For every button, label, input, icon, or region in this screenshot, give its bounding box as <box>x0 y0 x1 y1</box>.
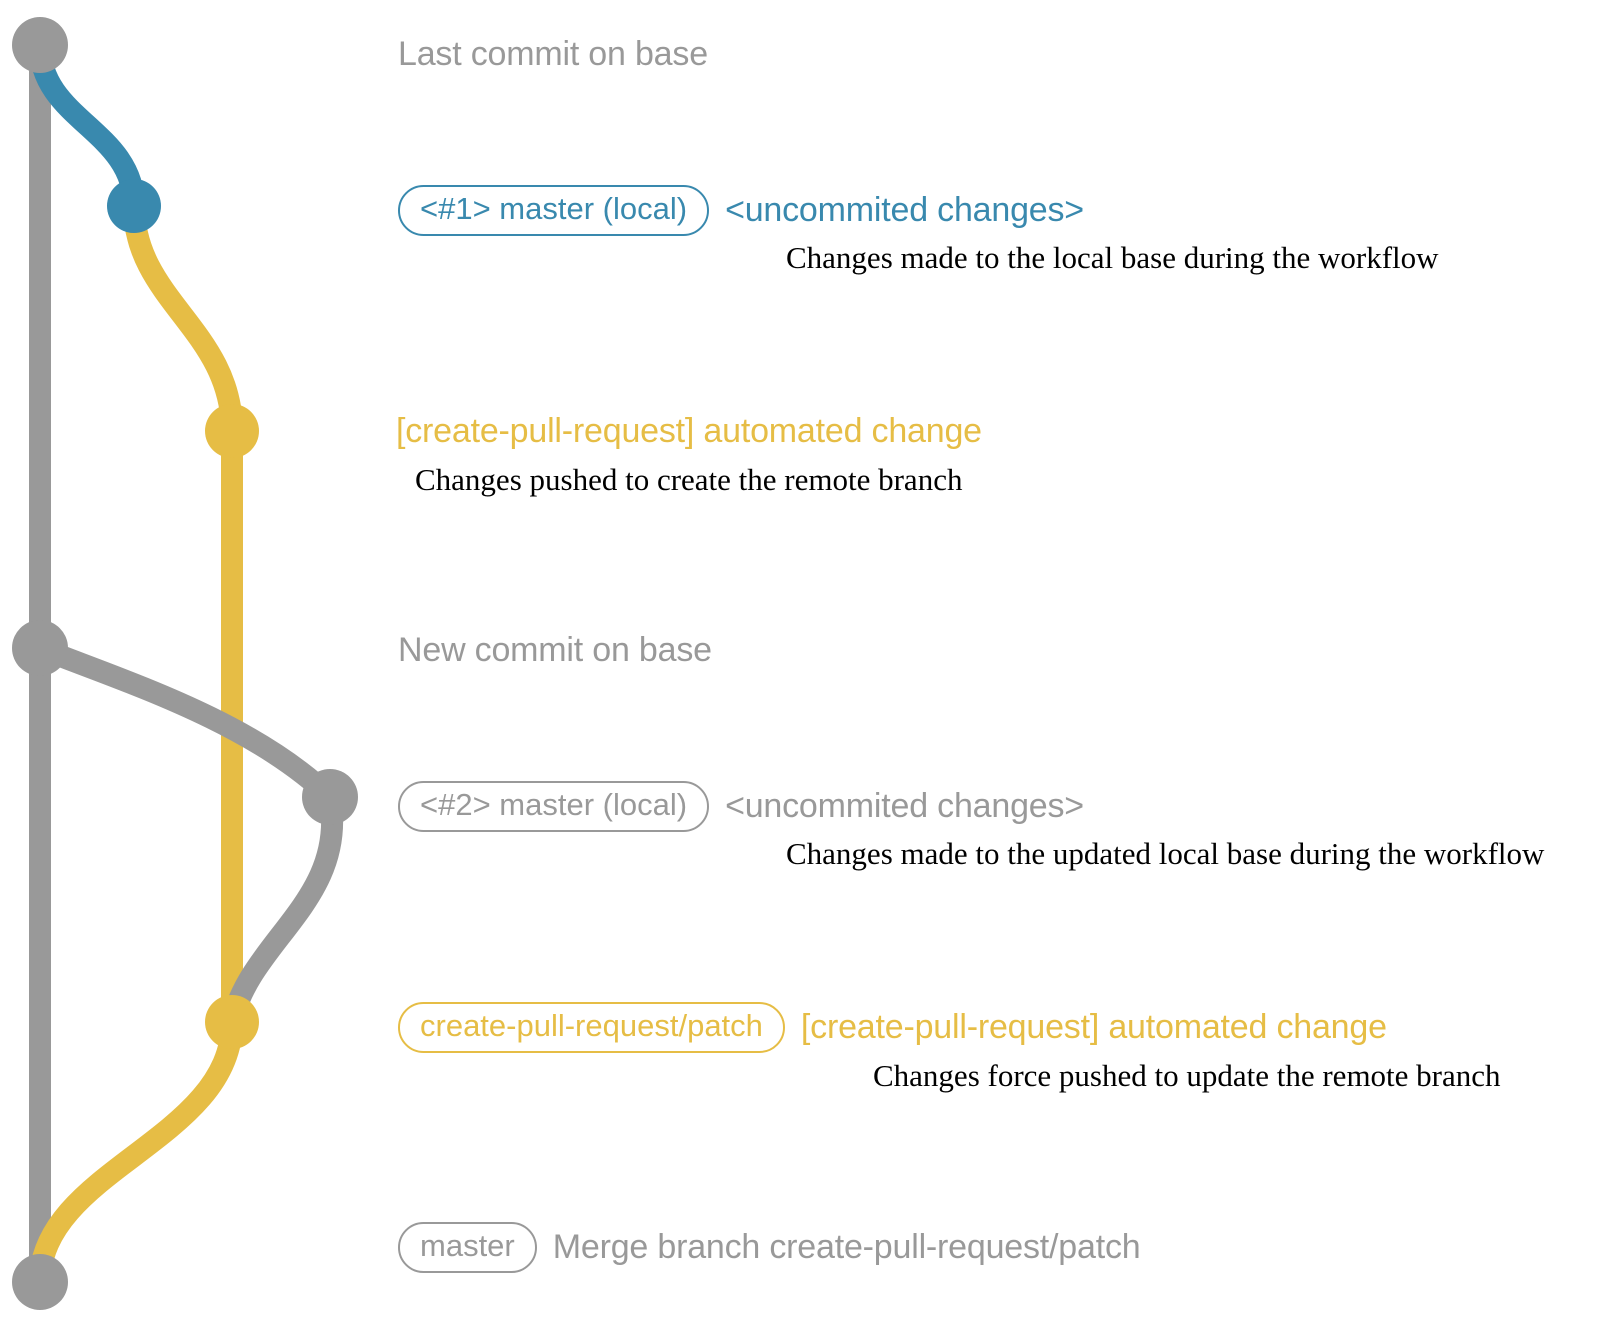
commit-subject-new-commit-on-base: New commit on base <box>398 631 712 669</box>
row-merge: master Merge branch create-pull-request/… <box>398 1222 1141 1273</box>
commit-node-local-2[interactable] <box>302 769 358 825</box>
commit-description-local-1: Changes made to the local base during th… <box>786 240 1439 275</box>
branch-badge-local-1[interactable]: <#1> master (local) <box>398 185 710 236</box>
row-local-2: <#2> master (local) <uncommited changes> <box>398 781 1084 832</box>
gray-branch-to-patch2 <box>221 786 343 1033</box>
row-patch-2: create-pull-request/patch [create-pull-r… <box>398 1002 1387 1053</box>
branch-badge-patch-2[interactable]: create-pull-request/patch <box>398 1002 785 1053</box>
yellow-branch-line-1 <box>123 195 243 442</box>
commit-description-patch-2: Changes force pushed to update the remot… <box>873 1058 1501 1093</box>
row-patch-1: [create-pull-request] automated change <box>396 412 982 451</box>
commit-subject-last-commit-on-base: Last commit on base <box>398 35 708 73</box>
commit-subject-local-2: <uncommited changes> <box>725 786 1084 825</box>
gray-branch-to-local2 <box>29 637 341 808</box>
commit-subject-local-1: <uncommited changes> <box>725 190 1084 229</box>
commit-node-patch-2[interactable] <box>205 995 259 1049</box>
commit-node-base-last[interactable] <box>12 17 68 73</box>
row-last-commit-on-base: Last commit on base <box>398 35 708 74</box>
commit-subject-patch-1: [create-pull-request] automated change <box>396 412 982 450</box>
branch-badge-local-2[interactable]: <#2> master (local) <box>398 781 710 832</box>
commit-node-patch-1[interactable] <box>205 404 259 458</box>
row-new-commit-on-base: New commit on base <box>398 631 712 670</box>
commit-subject-merge: Merge branch create-pull-request/patch <box>552 1227 1141 1266</box>
row-local-1: <#1> master (local) <uncommited changes> <box>398 185 1084 236</box>
commit-subject-patch-2: [create-pull-request] automated change <box>800 1007 1387 1046</box>
commit-description-patch-1: Changes pushed to create the remote bran… <box>415 462 963 497</box>
commit-description-local-2: Changes made to the updated local base d… <box>786 836 1545 871</box>
yellow-merge-line <box>29 1011 243 1293</box>
commit-node-base-new[interactable] <box>12 620 68 676</box>
commit-node-base-merge[interactable] <box>12 1254 68 1310</box>
branch-badge-master[interactable]: master <box>398 1222 537 1273</box>
commit-node-local-1[interactable] <box>107 179 161 233</box>
